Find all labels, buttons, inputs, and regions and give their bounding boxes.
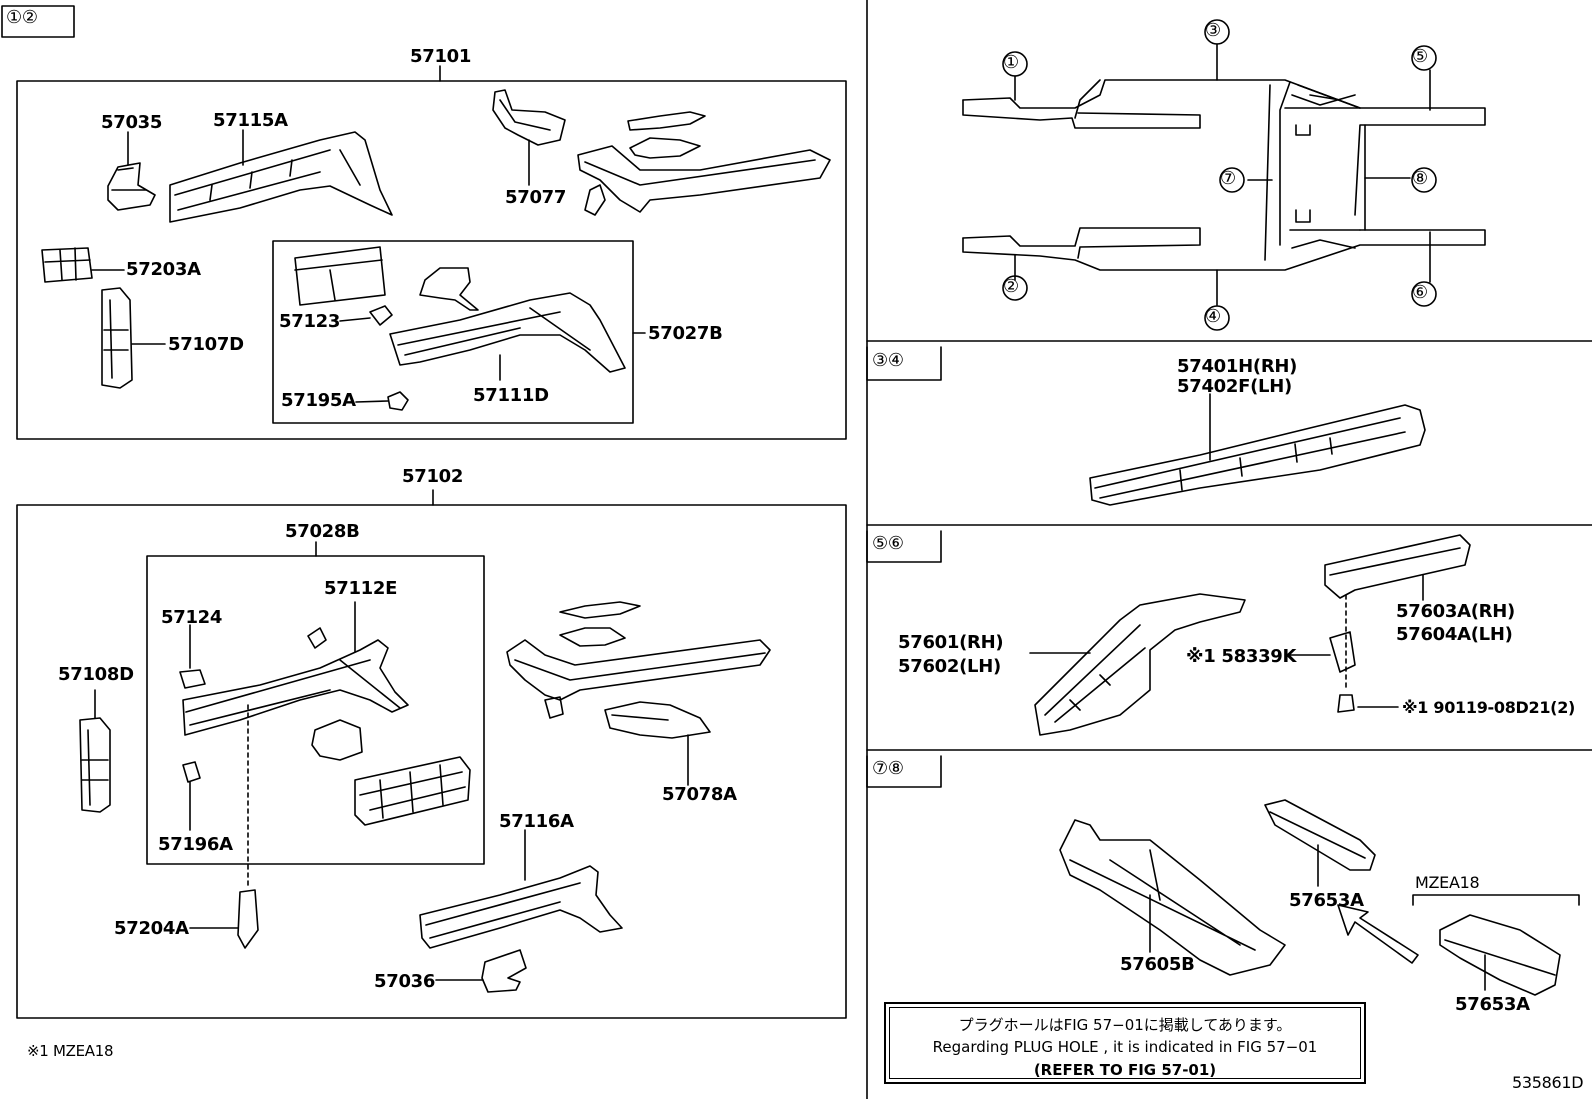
overview-marker-2: ② [1003, 276, 1019, 297]
label-part-57196A: 57196A [158, 834, 233, 855]
label-part-57653A-a: 57653A [1289, 890, 1364, 911]
note-line-japanese: プラグホールはFIG 57−01に掲載してあります。 [958, 1016, 1292, 1034]
part-57078A-shape [604, 701, 711, 739]
section-tag-34: ③④ [872, 350, 904, 371]
part-57124-shape [179, 669, 206, 689]
group-57102 [16, 489, 847, 1019]
note-line-english: Regarding PLUG HOLE , it is indicated in… [932, 1038, 1318, 1056]
label-part-57036: 57036 [374, 971, 436, 992]
overview-marker-1: ① [1003, 52, 1019, 73]
section-tag-12: ①② [6, 7, 38, 28]
part-57035-shape [107, 162, 156, 211]
label-part-57123: 57123 [279, 311, 341, 332]
label-part-57401H: 57401H(RH) [1177, 356, 1298, 377]
part-57112E-shape [182, 639, 409, 736]
label-part-57602: 57602(LH) [898, 656, 1001, 677]
part-57107D-shape [101, 287, 133, 389]
panel-78-parts [1059, 799, 1580, 996]
panel-56-parts [1029, 534, 1471, 736]
label-part-57107D: 57107D [168, 334, 244, 355]
part-57036-shape [481, 949, 527, 993]
label-part-57204A: 57204A [114, 918, 189, 939]
label-part-57035: 57035 [101, 112, 163, 133]
label-variant-mzea18: MZEA18 [1415, 873, 1480, 892]
label-part-57108D: 57108D [58, 664, 134, 685]
label-part-57195A: 57195A [281, 390, 356, 411]
part-57108D-shape [79, 717, 111, 813]
label-part-57111D: 57111D [473, 385, 549, 406]
label-assembly-57101: 57101 [410, 46, 472, 67]
part-57111D-shape [389, 292, 626, 373]
label-part-57402F: 57402F(LH) [1177, 376, 1292, 397]
label-part-57115A: 57115A [213, 110, 288, 131]
label-part-57078A: 57078A [662, 784, 737, 805]
label-subassembly-57027B: 57027B [648, 323, 723, 344]
frame-overview [962, 19, 1486, 331]
part-57116A-shape [419, 865, 623, 949]
footnote: ※1 MZEA18 [27, 1042, 114, 1060]
label-part-57203A: 57203A [126, 259, 201, 280]
part-sill-lower-shape [506, 639, 771, 701]
note-line-refer: (REFER TO FIG 57-01) [1033, 1061, 1217, 1079]
section-tag-56: ⑤⑥ [872, 533, 904, 554]
label-assembly-57102: 57102 [402, 466, 464, 487]
part-57123-shape [369, 305, 393, 326]
overview-marker-4: ④ [1205, 306, 1221, 327]
overview-marker-6: ⑥ [1412, 282, 1428, 303]
overview-marker-5: ⑤ [1412, 46, 1428, 67]
plug-hole-note: プラグホールはFIG 57−01に掲載してあります。 Regarding PLU… [884, 1002, 1366, 1084]
label-part-57124: 57124 [161, 607, 223, 628]
group-57101 [16, 65, 847, 440]
label-part-58339K: ※1 58339K [1186, 646, 1297, 667]
panel-34-rail [1089, 393, 1426, 506]
label-part-57603A: 57603A(RH) [1396, 601, 1515, 622]
section-tag-78: ⑦⑧ [872, 758, 904, 779]
label-part-57601: 57601(RH) [898, 632, 1004, 653]
part-57195A-shape [387, 391, 409, 411]
label-part-90119-08D21: ※1 90119-08D21(2) [1402, 698, 1576, 717]
part-57204A-shape [237, 889, 259, 949]
label-part-57653A-b: 57653A [1455, 994, 1530, 1015]
part-lower-panel-shape [354, 756, 471, 826]
label-part-57604A: 57604A(LH) [1396, 624, 1513, 645]
part-57196A-shape [182, 761, 201, 783]
part-57027B-upper-shape [294, 246, 386, 306]
label-part-57605B: 57605B [1120, 954, 1195, 975]
label-part-57116A: 57116A [499, 811, 574, 832]
label-subassembly-57028B: 57028B [285, 521, 360, 542]
part-57115A-shape [169, 131, 393, 223]
label-part-57112E: 57112E [324, 578, 398, 599]
part-sill-shape [577, 145, 831, 213]
direction-arrow-icon [1337, 904, 1419, 964]
figure-reference: 535861D [1512, 1073, 1584, 1092]
label-part-57077: 57077 [505, 187, 567, 208]
overview-marker-3: ③ [1205, 20, 1221, 41]
part-57077-shape [492, 89, 566, 146]
overview-marker-7: ⑦ [1220, 168, 1236, 189]
part-57203A-shape [41, 247, 93, 283]
overview-marker-8: ⑧ [1412, 168, 1428, 189]
